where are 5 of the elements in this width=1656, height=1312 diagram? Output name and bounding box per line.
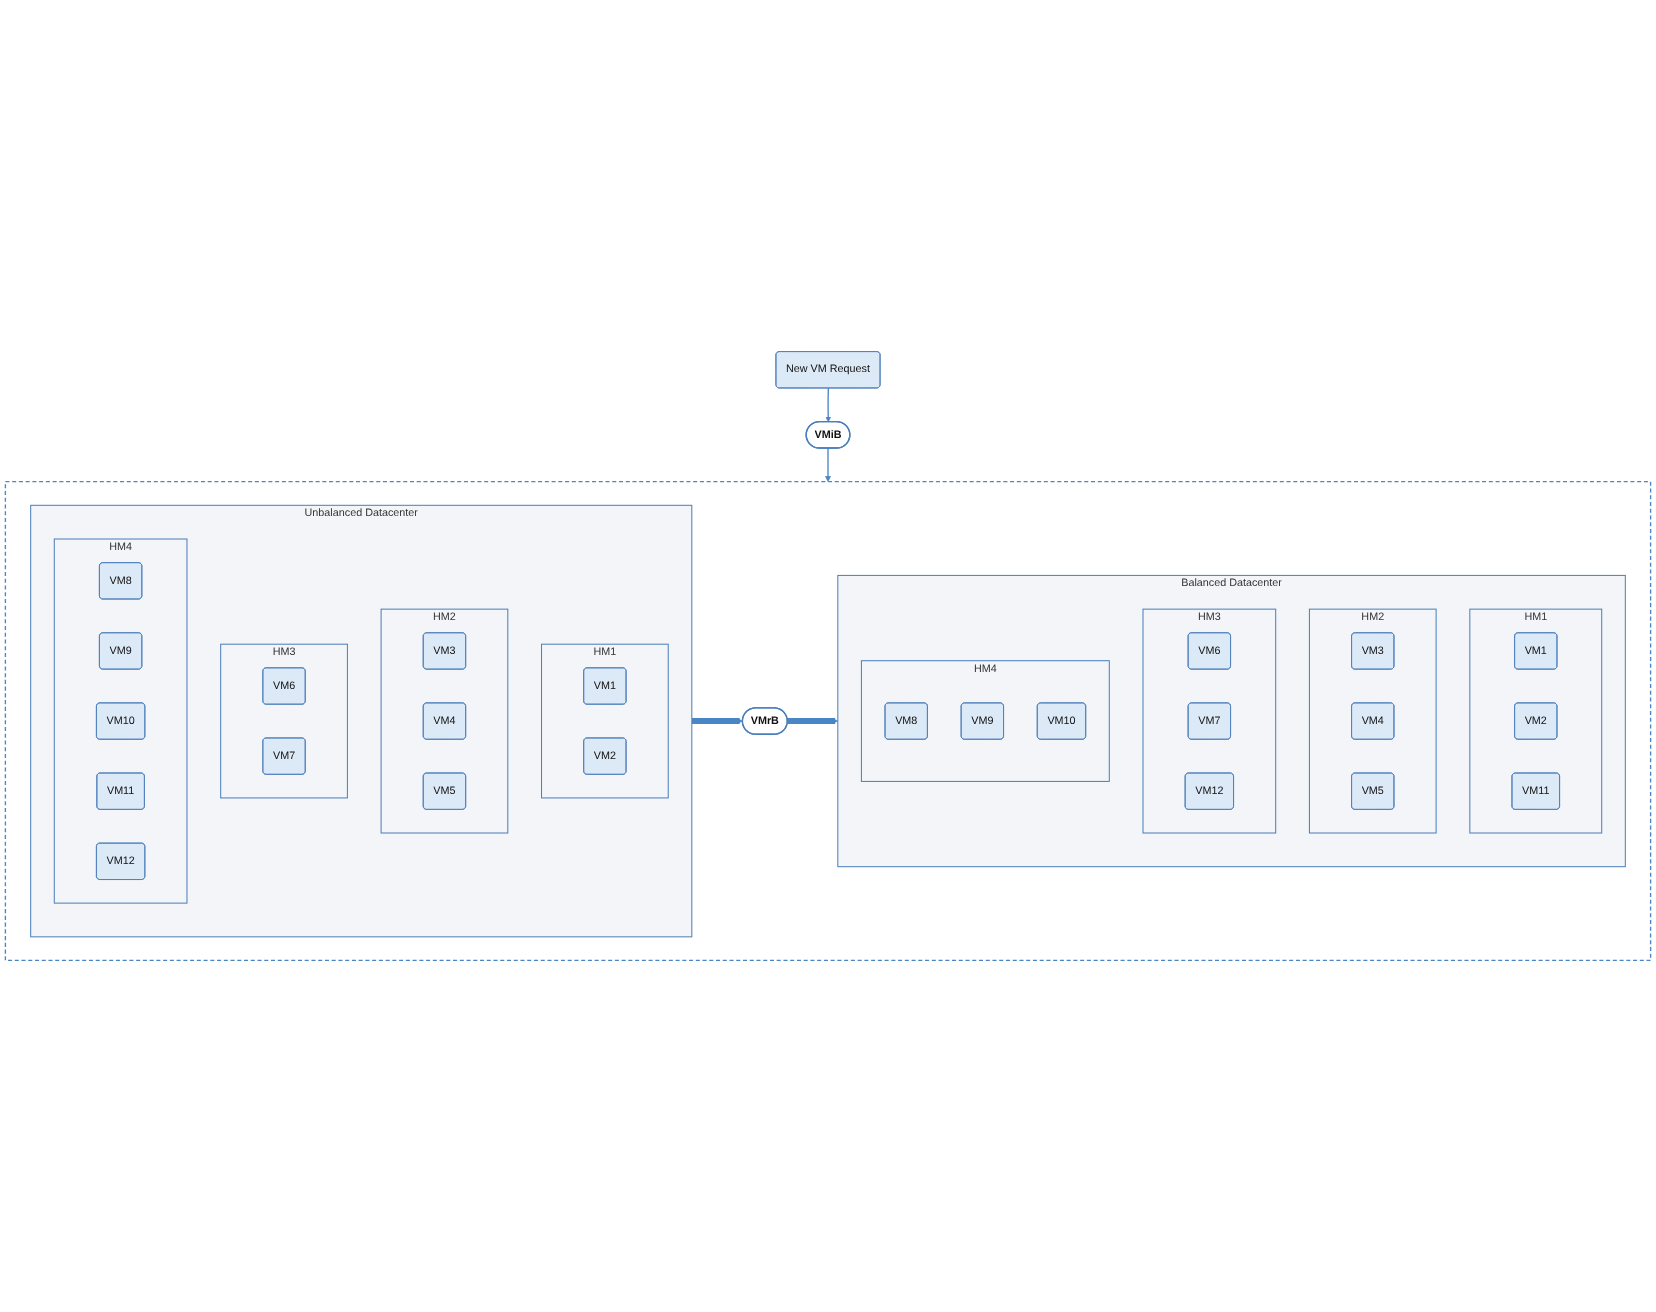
arrow: [787, 718, 839, 725]
arrow: [825, 387, 832, 423]
arrow: [825, 447, 831, 482]
arrow: [691, 718, 743, 725]
cluster: [4, 481, 1652, 962]
